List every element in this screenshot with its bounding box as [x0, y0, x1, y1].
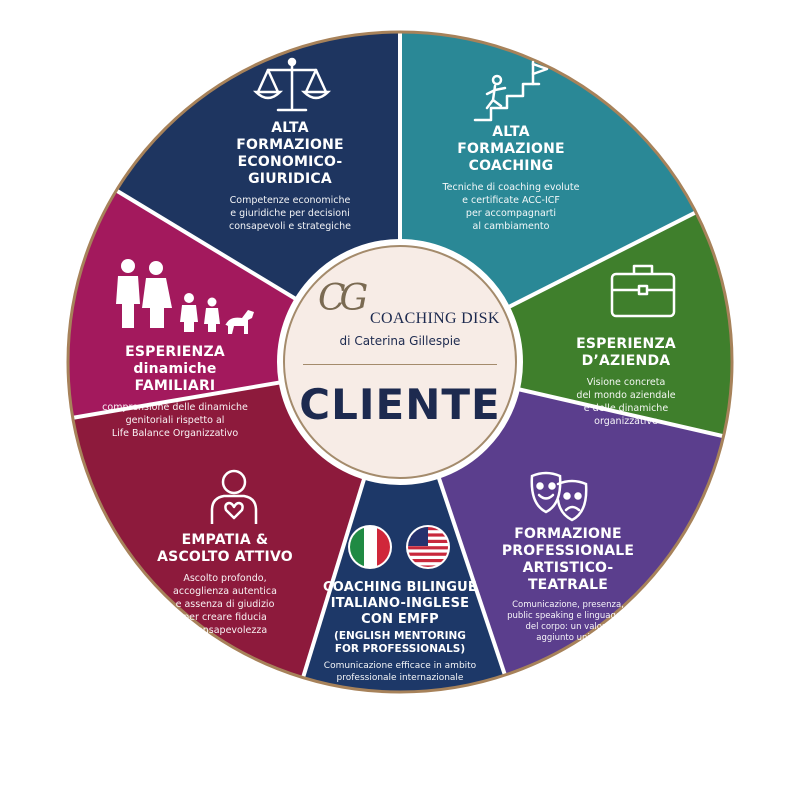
center-divider	[303, 364, 497, 365]
segment-title: COACHING BILINGUE ITALIANO-INGLESE CON E…	[323, 580, 477, 627]
segment-description: Comunicazione efficace in ambito profess…	[323, 661, 477, 683]
segment-description: Ascolto profondo, accoglienza autentica …	[173, 573, 277, 636]
segment-label-teatrale: FORMAZIONE PROFESSIONALE ARTISTICO- TEAT…	[478, 526, 658, 644]
briefcase-icon	[610, 264, 676, 318]
outer-gold-ring	[66, 30, 734, 694]
segment-subtitle: (ENGLISH MENTORING FOR PROFESSIONALS)	[334, 630, 466, 655]
segment-label-familiari: ESPERIENZA dinamiche FAMILIARI comprensi…	[80, 344, 270, 440]
segment-description: comprensione delle dinamiche genitoriali…	[102, 402, 248, 439]
flags-icon	[348, 525, 450, 569]
segment-label-bilingue: COACHING BILINGUE ITALIANO-INGLESE CON E…	[300, 580, 500, 684]
segment-label-economico: ALTA FORMAZIONE ECONOMICO- GIURIDICA Com…	[190, 120, 390, 233]
segment-title: ALTA FORMAZIONE ECONOMICO- GIURIDICA	[236, 120, 344, 187]
brand-name: COACHING DISK	[370, 310, 500, 327]
theater-masks-icon	[530, 471, 588, 522]
segment-title: ESPERIENZA D’AZIENDA	[576, 336, 676, 369]
segment-coaching-bilingue	[290, 362, 520, 692]
segment-label-azienda: ESPERIENZA D’AZIENDA Visione concreta de…	[546, 336, 706, 428]
center-title: CLIENTE	[299, 380, 501, 429]
italy-flag-icon	[348, 525, 392, 569]
stairs-flag-icon	[473, 60, 549, 122]
segment-description: Competenze economiche e giuridiche per d…	[228, 195, 352, 232]
scales-icon	[252, 57, 332, 112]
segment-label-empatia: EMPATIA & ASCOLTO ATTIVO Ascolto profond…	[140, 532, 310, 637]
segment-title: ALTA FORMAZIONE COACHING	[457, 124, 565, 174]
segment-description: Visione concreta del mondo aziendale e d…	[576, 377, 676, 427]
center-circle	[277, 239, 523, 485]
segment-title: FORMAZIONE PROFESSIONALE ARTISTICO- TEAT…	[501, 526, 635, 593]
coaching-disk-logo: CG	[318, 278, 368, 319]
segment-description: Tecniche di coaching evolute e certifica…	[442, 182, 580, 232]
person-heart-icon	[210, 469, 258, 524]
usa-flag-icon	[406, 525, 450, 569]
family-icon	[116, 259, 254, 334]
segment-title: EMPATIA & ASCOLTO ATTIVO	[157, 532, 293, 565]
segment-description: Comunicazione, presenza, public speaking…	[507, 600, 629, 643]
segment-title: ESPERIENZA dinamiche FAMILIARI	[125, 344, 225, 394]
brand-byline: di Caterina Gillespie	[339, 334, 461, 348]
segment-label-coaching: ALTA FORMAZIONE COACHING Tecniche di coa…	[418, 124, 604, 233]
